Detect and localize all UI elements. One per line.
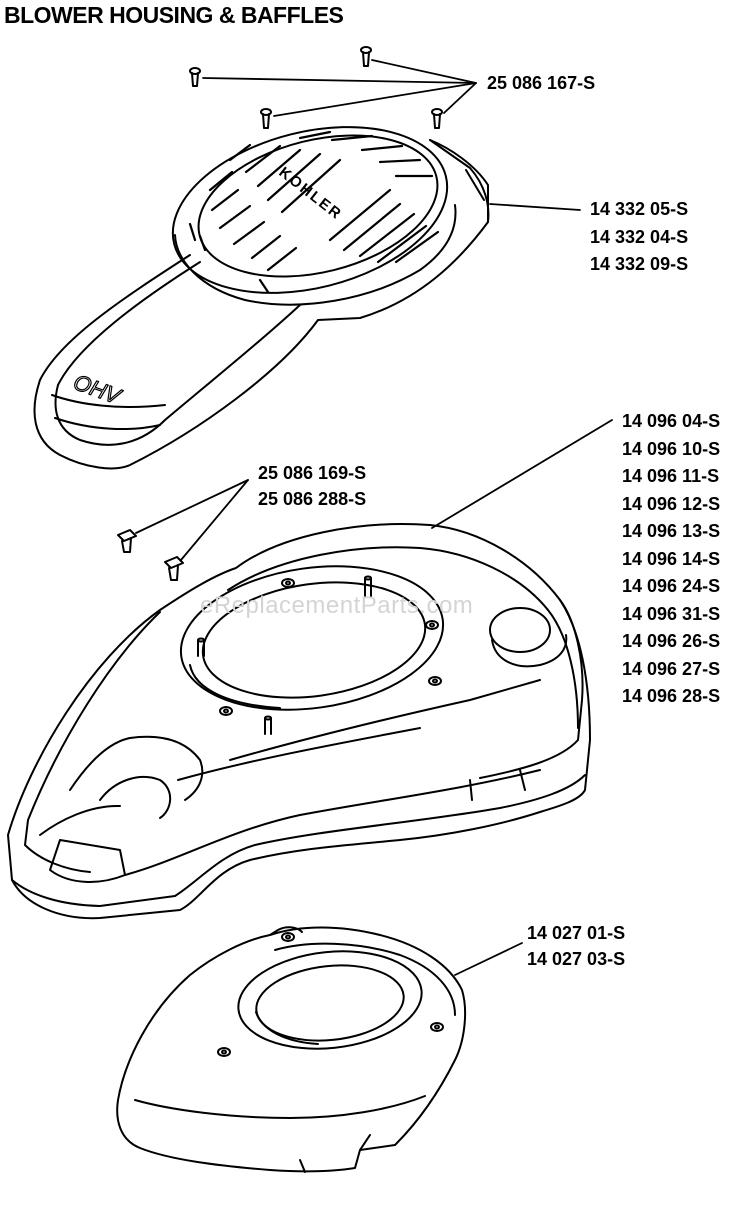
grille-slots — [188, 130, 440, 294]
fastener — [117, 529, 137, 553]
part-number-screws: 25 086 167-S — [487, 73, 596, 93]
part-number: 14 096 31-S — [622, 603, 721, 624]
screw-group-top — [189, 46, 443, 129]
part-number: 14 096 26-S — [622, 631, 721, 651]
fastener-group-mid — [117, 529, 184, 581]
part-number: 14 096 13-S — [622, 521, 721, 541]
part-number: 14 096 24-S — [622, 576, 721, 596]
part-list-baffle: 14 027 01-S 14 027 03-S — [527, 920, 625, 972]
leader-line-baffle — [454, 942, 523, 976]
screw — [260, 108, 272, 129]
part-number: 14 096 28-S — [622, 686, 721, 706]
screw — [431, 108, 443, 129]
part-number: 14 027 01-S — [527, 923, 626, 943]
part-list-fasteners: 25 086 169-S 25 086 288-S — [258, 460, 366, 512]
part-list-blower-housing: 14 332 05-S 14 332 04-S 14 332 09-S — [590, 196, 688, 279]
leader-line-shroud — [431, 419, 613, 529]
kohler-emboss: KOHLER — [276, 164, 346, 224]
part-number: 14 332 09-S — [590, 254, 689, 274]
ring-bosses — [197, 575, 442, 735]
part-number: 25 086 288-S — [258, 489, 367, 509]
baffle — [116, 926, 467, 1173]
part-list-shroud: 14 096 04-S 14 096 10-S 14 096 11-S 14 0… — [622, 408, 720, 711]
part-number: 14 096 10-S — [622, 438, 721, 459]
part-number: 14 027 03-S — [527, 949, 626, 969]
part-number: 14 332 04-S — [590, 226, 689, 247]
part-number: 14 096 14-S — [622, 548, 721, 569]
part-number: 14 096 27-S — [622, 658, 721, 679]
ohv-badge: OHV — [70, 369, 126, 410]
part-number: 14 096 12-S — [622, 493, 721, 514]
leader-line-housing — [489, 203, 581, 211]
screw — [189, 67, 201, 87]
fastener — [164, 556, 184, 581]
part-number: 14 332 05-S — [590, 199, 689, 219]
part-number: 25 086 169-S — [258, 463, 367, 483]
engine-shroud — [7, 523, 591, 920]
part-number: 14 096 04-S — [622, 411, 721, 431]
leader-lines-fasteners — [135, 479, 249, 561]
part-number: 14 096 11-S — [622, 466, 720, 486]
leader-lines-screws — [202, 59, 477, 117]
watermark: eReplacementParts.com — [200, 592, 474, 619]
blower-housing: KOHLER OHV — [33, 126, 490, 470]
page-title: BLOWER HOUSING & BAFFLES — [4, 2, 344, 28]
screw — [360, 46, 372, 67]
